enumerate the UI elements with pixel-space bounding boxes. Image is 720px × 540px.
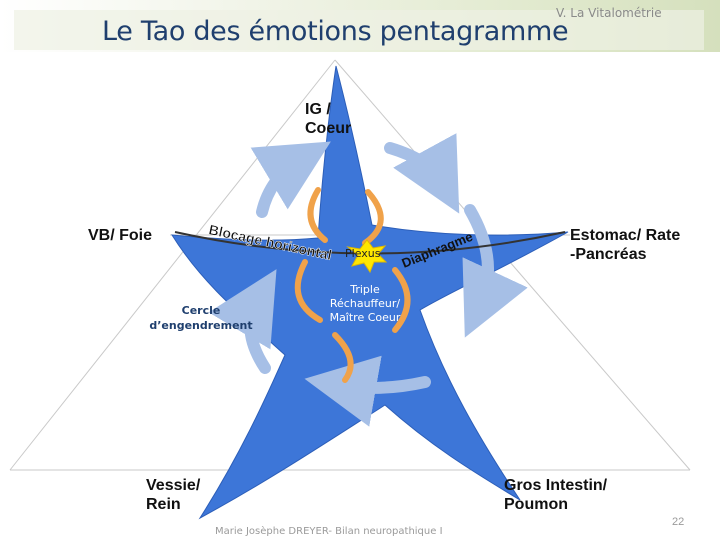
page-number: 22 [672, 516, 685, 528]
node-gros-intestin: Gros Intestin/ Poumon [504, 477, 608, 513]
plexus-burst [346, 239, 388, 274]
cycle-arrow-right [462, 204, 528, 338]
cycle-arrow-top-left [250, 141, 331, 218]
cycle-arrows [208, 133, 528, 427]
cycle-arrow-top-right [384, 133, 460, 214]
section-label: V. La Vitalométrie [556, 6, 662, 20]
footer-author: Marie Josèphe DREYER- Bilan neuropathiqu… [215, 526, 443, 537]
energy-spirals [294, 187, 411, 383]
page-title: Le Tao des émotions pentagramme [102, 16, 569, 47]
header-banner [0, 0, 720, 52]
cycle-label: Cercle d’engendrement [149, 304, 253, 332]
center-label: Triple Réchauffeur/ Maître Coeur [329, 283, 401, 324]
node-estomac-rate: Estomac/ Rate -Pancréas [570, 227, 681, 263]
banner-gradient [0, 0, 720, 52]
star-shape [171, 65, 569, 520]
node-vb-foie: VB/ Foie [88, 227, 153, 244]
cycle-arrow-left [208, 269, 277, 374]
node-vessie-rein: Vessie/ Rein [146, 477, 201, 513]
cycle-arrow-bottom [304, 355, 431, 427]
plexus-label: Plexus [345, 247, 381, 260]
node-ig-coeur: IG / Coeur [305, 101, 352, 137]
